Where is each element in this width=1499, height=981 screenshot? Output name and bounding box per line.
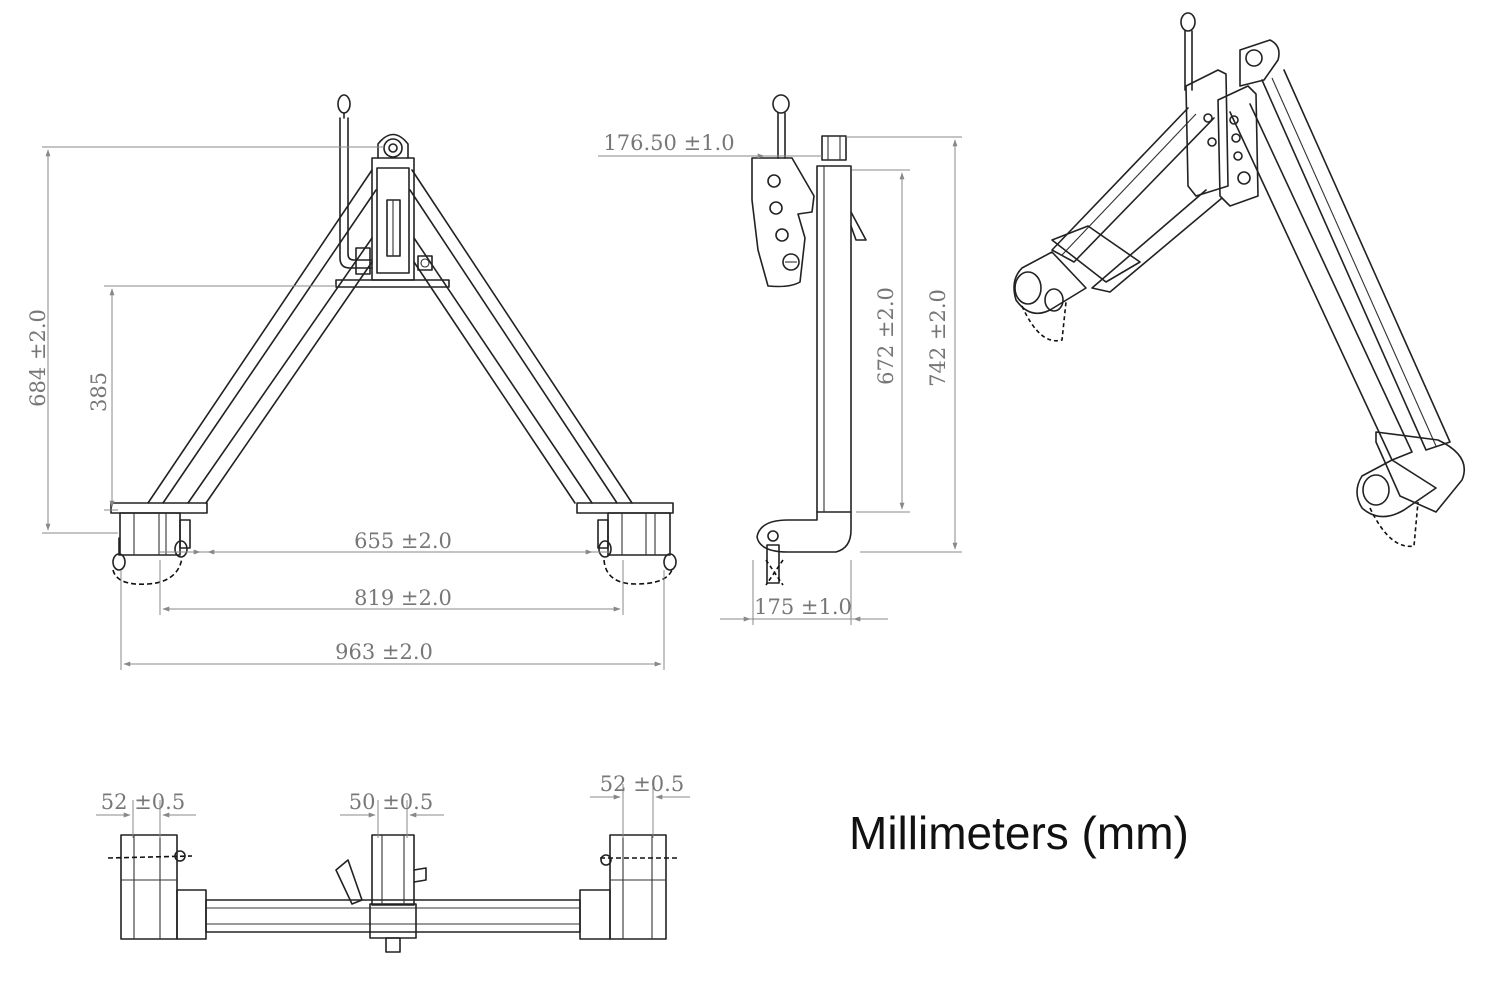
- isometric-view: [1013, 12, 1466, 548]
- dim-center-width: 50 ±0.5: [349, 790, 433, 814]
- dim-foot-depth: 175 ±1.0: [754, 595, 852, 619]
- dim-right-pin-width: 52 ±0.5: [600, 772, 684, 796]
- right-leg: [409, 169, 633, 504]
- top-view: 52 ±0.5 50 ±0.5 52 ±0.5: [96, 772, 690, 953]
- dim-total-height: 742 ±2.0: [926, 289, 950, 387]
- mounting-plate: [751, 157, 815, 288]
- dim-post-height: 672 ±2.0: [874, 287, 898, 385]
- side-post: [816, 165, 852, 513]
- left-leg: [147, 169, 377, 504]
- side-dimensions: [598, 136, 962, 625]
- left-foot: [110, 502, 208, 571]
- dim-overall-height: 684 ±2.0: [26, 309, 50, 407]
- dim-pin-span: 819 ±2.0: [354, 586, 452, 610]
- left-chain: [112, 557, 183, 586]
- top-dimensions: [96, 784, 690, 838]
- front-dimensions: [42, 146, 665, 670]
- right-foot: [576, 502, 677, 571]
- side-view: 176.50 ±1.0 672 ±2.0 742 ±2.0 175 ±1.0: [598, 94, 962, 625]
- dim-top-offset: 176.50 ±1.0: [603, 131, 734, 155]
- iso-right-leg: [1229, 69, 1466, 548]
- top-mast: [335, 94, 450, 288]
- dim-pin-inner-span: 655 ±2.0: [354, 529, 452, 553]
- front-view: 684 ±2.0 385 655 ±2.0 819 ±2.0 963 ±2.0: [26, 94, 677, 670]
- right-chain: [603, 559, 673, 585]
- dim-cross-bar-height: 385: [87, 372, 111, 412]
- iso-left-leg: [1013, 107, 1223, 342]
- dim-left-pin-width: 52 ±0.5: [101, 790, 185, 814]
- iso-top-mast: [1185, 39, 1280, 207]
- units-label: Millimeters (mm): [849, 807, 1189, 859]
- dim-overall-width: 963 ±2.0: [335, 640, 433, 664]
